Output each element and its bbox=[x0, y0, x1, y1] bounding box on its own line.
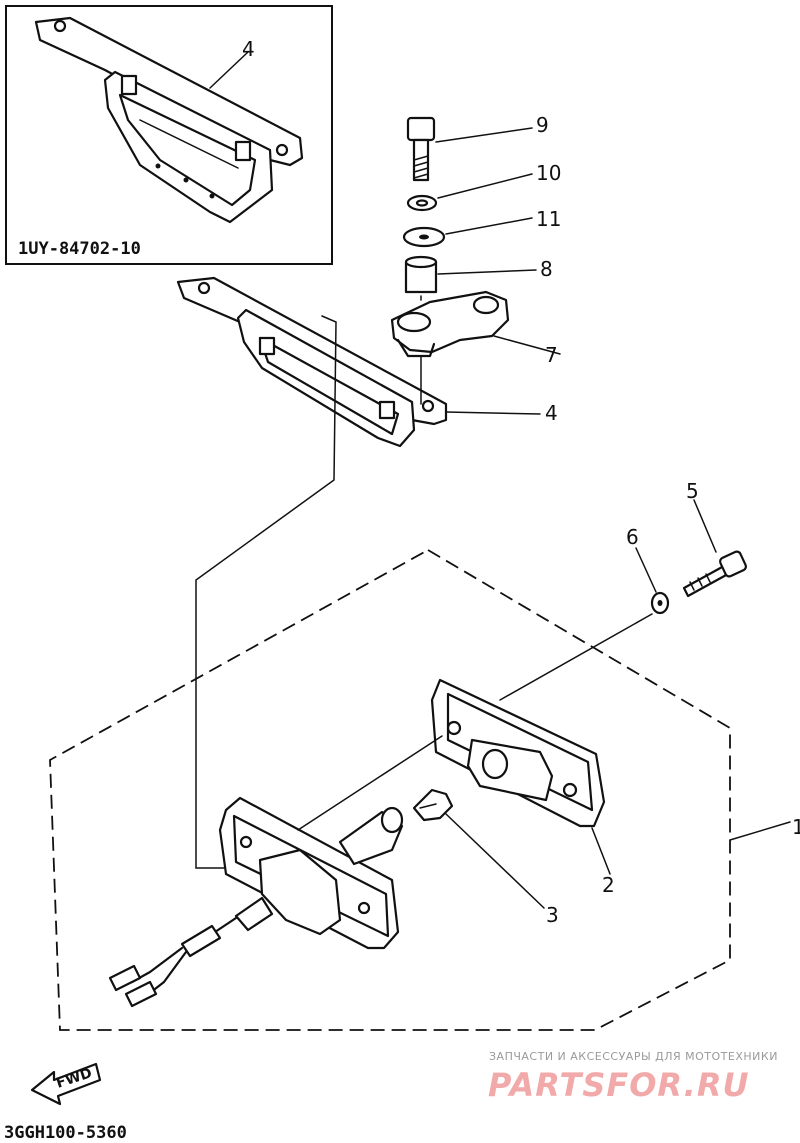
callout-2: 2 bbox=[602, 873, 615, 897]
callout-6: 6 bbox=[626, 525, 639, 549]
inset-frame bbox=[5, 5, 333, 265]
lamp-lens-part-2 bbox=[430, 678, 611, 875]
washer-part-11 bbox=[402, 217, 533, 248]
assembly-boundary bbox=[49, 548, 731, 1031]
inset-callout-4: 4 bbox=[242, 37, 255, 61]
inset-bracket bbox=[34, 16, 304, 224]
callout-7: 7 bbox=[545, 343, 558, 367]
screw-part-5 bbox=[682, 499, 747, 598]
collar-part-8 bbox=[404, 255, 537, 294]
callout-5: 5 bbox=[686, 479, 699, 503]
license-bracket-part-4 bbox=[176, 276, 541, 448]
callout-1: 1 bbox=[792, 815, 800, 839]
callout-1-leader bbox=[729, 821, 791, 841]
callout-10: 10 bbox=[536, 161, 561, 185]
reference-line-assembly bbox=[195, 315, 337, 869]
bolt-part-9 bbox=[406, 116, 533, 182]
forward-direction-arrow: FWD bbox=[30, 1062, 102, 1106]
callout-9: 9 bbox=[536, 113, 549, 137]
callout-8: 8 bbox=[540, 257, 553, 281]
watermark-brand: PARTSFOR.RU bbox=[488, 1066, 749, 1104]
lamp-housing-part-1 bbox=[108, 735, 443, 1008]
bulb-part-3 bbox=[412, 788, 545, 909]
callout-3: 3 bbox=[546, 903, 559, 927]
watermark-tagline: ЗАПЧАСТИ И АКСЕССУАРЫ ДЛЯ МОТОТЕХНИКИ bbox=[489, 1050, 778, 1063]
diagram-code: 3GGH100-5360 bbox=[4, 1123, 127, 1143]
lock-washer-part-10 bbox=[406, 173, 533, 212]
inset-part-code: 1UY-84702-10 bbox=[18, 239, 141, 259]
washer-part-6 bbox=[499, 547, 670, 701]
bracket-part-7 bbox=[390, 290, 561, 358]
callout-11: 11 bbox=[536, 207, 561, 231]
callout-4: 4 bbox=[545, 401, 558, 425]
